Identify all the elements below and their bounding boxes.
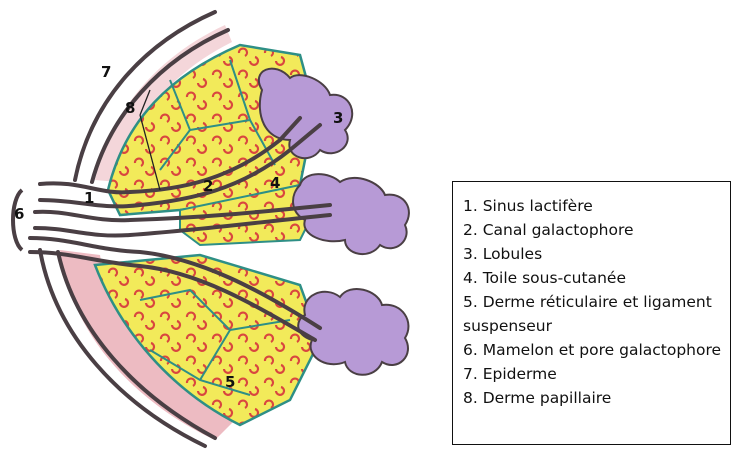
callout-8: 8: [125, 99, 135, 117]
legend-box: 1. Sinus lactifère 2. Canal galactophore…: [452, 181, 731, 445]
callout-2: 2: [203, 177, 213, 195]
callout-6: 6: [14, 205, 24, 223]
lobule-middle: [293, 174, 409, 254]
legend-item-1: 1. Sinus lactifère: [463, 194, 730, 218]
breast-anatomy-diagram: 1 2 3 4 5 6 7 8: [0, 0, 440, 449]
callout-3: 3: [333, 109, 343, 127]
legend-item-2: 2. Canal galactophore: [463, 218, 730, 242]
legend-item-5-cont: suspenseur: [463, 314, 730, 338]
legend-item-4: 4. Toile sous-cutanée: [463, 266, 730, 290]
callout-7: 7: [101, 63, 111, 81]
legend-item-6: 6. Mamelon et pore galactophore: [463, 338, 730, 362]
legend-item-8: 8. Derme papillaire: [463, 386, 730, 410]
legend-item-3: 3. Lobules: [463, 242, 730, 266]
callout-1: 1: [84, 189, 94, 207]
legend-item-7: 7. Epiderme: [463, 362, 730, 386]
lobule-lower: [298, 289, 408, 375]
legend-item-5: 5. Derme réticulaire et ligament: [463, 290, 730, 314]
callout-5: 5: [225, 373, 235, 391]
callout-4: 4: [270, 174, 280, 192]
